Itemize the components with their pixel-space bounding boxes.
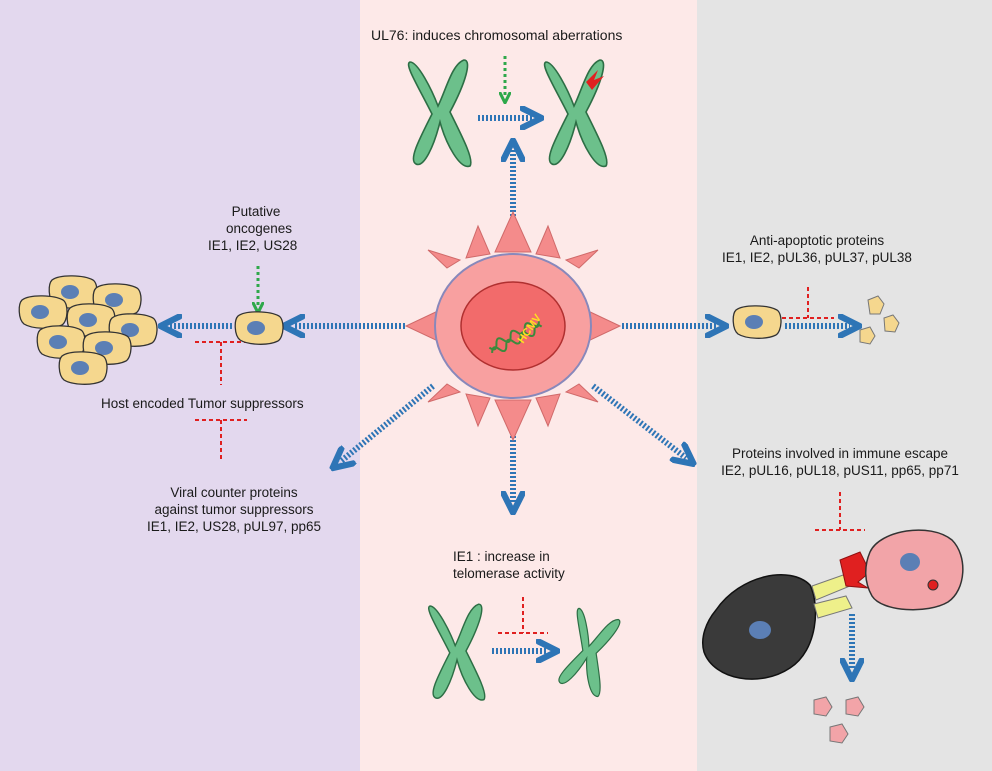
inhibit-anti-apoptotic [782,287,834,319]
lysed-cell-fragments [813,696,865,744]
host-cell-left-icon [234,311,284,345]
viral-counter-proteins-label: Viral counter proteins against tumor sup… [134,484,334,535]
host-cell-right-icon [732,305,782,339]
viral-counter-line-3: IE1, IE2, US28, pUL97, pp65 [146,519,322,534]
hcmv-virus: HCMV [404,210,622,442]
putative-oncogenes-label: Putative oncogenes IE1, IE2, US28 [208,203,297,254]
putative-line-2: oncogenes [226,221,293,236]
tumor-cell-cluster [18,275,158,385]
chromosome-after-telomerase-icon [553,606,624,698]
immune-escape-line-2: IE2, pUL16, pUL18, pUS11, pp65, pp71 [721,463,959,478]
chromosome-aberrant-top-icon [543,59,608,168]
inhibit-telomerase [498,597,548,634]
inhibit-viral-counter [195,419,247,462]
inhibit-immune-escape [815,492,865,531]
chromosome-normal-top-icon [407,59,472,168]
ul76-label: UL76: induces chromosomal aberrations [371,27,623,43]
inhibit-tumor-suppressor-top [195,341,247,385]
anti-apoptotic-line-1: Anti-apoptotic proteins [749,233,885,248]
putative-line-3: IE1, IE2, US28 [208,238,298,253]
telomerase-line-1: IE1 : increase in [453,549,550,564]
apoptotic-bodies [859,295,900,345]
arrow-down-left-to-viral-counter [340,383,435,462]
arrow-down-right-to-immune-escape [591,383,686,458]
anti-apoptotic-line-2: IE1, IE2, pUL36, pUL37, pUL38 [722,250,912,265]
viral-ligand-icon [839,551,871,589]
immune-escape-label: Proteins involved in immune escape IE2, … [698,445,982,479]
putative-line-1: Putative [231,204,281,219]
viral-counter-line-1: Viral counter proteins [170,485,298,500]
infected-target-cell [865,529,964,611]
host-tumor-suppressors-label: Host encoded Tumor suppressors [101,396,304,411]
immune-escape-line-1: Proteins involved in immune escape [731,446,949,461]
immune-receptors [811,573,853,619]
aberration-mark-icon [586,70,604,90]
telomerase-label: IE1 : increase in telomerase activity [453,548,565,582]
tumor-growth-panel [0,0,360,771]
viral-counter-line-2: against tumor suppressors [154,502,314,517]
immune-effector-cell [702,574,817,680]
chromosome-before-telomerase-icon [427,603,486,701]
telomerase-line-2: telomerase activity [453,566,565,581]
anti-apoptotic-label: Anti-apoptotic proteins IE1, IE2, pUL36,… [702,232,932,266]
